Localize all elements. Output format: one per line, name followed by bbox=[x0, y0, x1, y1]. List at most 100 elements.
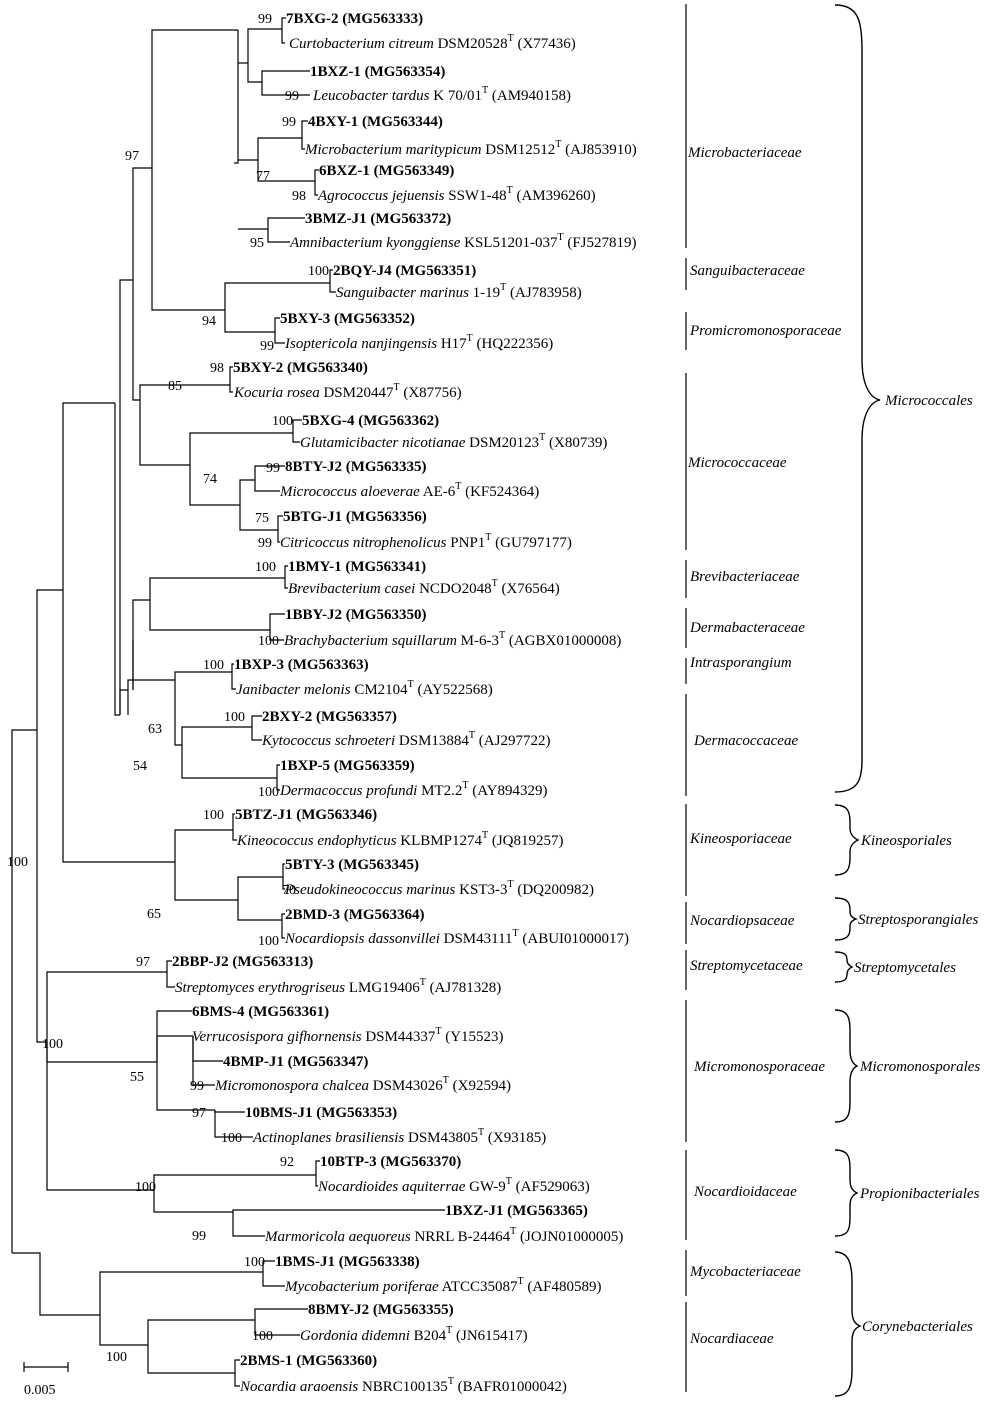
strain-code: H17 bbox=[437, 336, 467, 352]
accession-number: (ABUI01000017) bbox=[519, 931, 629, 947]
strain-code: CM2104 bbox=[351, 682, 409, 698]
accession-number: (GU797177) bbox=[491, 535, 571, 551]
leaf-strain-label: 8BMY-J2 (MG563355) bbox=[308, 1302, 454, 1318]
accession-number: (JOJN01000005) bbox=[516, 1229, 623, 1245]
leaf-strain-label: 1BMY-1 (MG563341) bbox=[288, 559, 426, 575]
strain-code: NBRC100135 bbox=[358, 1379, 448, 1395]
bootstrap-value: 92 bbox=[280, 1155, 294, 1170]
leaf-reference-label: Glutamicibacter nicotianae DSM20123T (X8… bbox=[300, 432, 607, 451]
leaf-reference-label: Nocardioides aquiterrae GW-9T (AF529063) bbox=[317, 1176, 590, 1195]
order-label: Streptomycetales bbox=[854, 960, 956, 976]
family-label: Nocardioidaceae bbox=[693, 1184, 797, 1200]
leaf-reference-label: Actinoplanes brasiliensis DSM43805T (X93… bbox=[252, 1127, 546, 1146]
species-name: Kytococcus schroeteri bbox=[261, 733, 395, 749]
type-strain-mark: T bbox=[485, 532, 491, 543]
bootstrap-value: 100 bbox=[308, 264, 329, 279]
accession-number: (AJ783958) bbox=[506, 285, 581, 301]
strain-code: DSM44337 bbox=[362, 1029, 436, 1045]
species-name: Nocardia araoensis bbox=[239, 1379, 358, 1395]
bootstrap-value: 100 bbox=[224, 710, 245, 725]
leaf-strain-label: 5BTG-J1 (MG563356) bbox=[283, 509, 427, 525]
leaf-strain-label: 1BXP-3 (MG563363) bbox=[234, 657, 369, 673]
leaf-strain-label: 2BXY-2 (MG563357) bbox=[262, 709, 397, 725]
strain-code: GW-9 bbox=[465, 1179, 505, 1195]
strain-code: KST3-3 bbox=[455, 882, 507, 898]
bootstrap-values: 9999997798959710099949810099757499851001… bbox=[7, 12, 329, 1365]
type-strain-mark: T bbox=[478, 1127, 484, 1138]
bootstrap-value: 75 bbox=[255, 511, 269, 526]
species-name: Mycobacterium poriferae bbox=[284, 1279, 439, 1295]
accession-number: (JQ819257) bbox=[488, 833, 563, 849]
species-name: Isoptericola nanjingensis bbox=[284, 336, 437, 352]
species-name: Dermacoccus profundi bbox=[279, 783, 417, 799]
order-label: Streptosporangiales bbox=[858, 912, 978, 928]
family-label: Nocardiopsaceae bbox=[689, 913, 795, 929]
bootstrap-value: 99 bbox=[260, 339, 274, 354]
type-strain-mark: T bbox=[510, 1226, 516, 1237]
leaf-reference-label: Curtobacterium citreum DSM20528T (X77436… bbox=[289, 33, 576, 52]
species-name: Sanguibacter marinus bbox=[336, 285, 469, 301]
accession-number: (BAFR01000042) bbox=[454, 1379, 567, 1395]
accession-number: (X87756) bbox=[400, 385, 462, 401]
leaf-strain-label: 1BXP-5 (MG563359) bbox=[280, 758, 415, 774]
bootstrap-value: 97 bbox=[125, 149, 139, 164]
bootstrap-value: 100 bbox=[244, 1255, 265, 1270]
bootstrap-value: 65 bbox=[147, 907, 161, 922]
species-name: Glutamicibacter nicotianae bbox=[300, 435, 466, 451]
bootstrap-value: 100 bbox=[272, 414, 293, 429]
accession-number: (Y15523) bbox=[441, 1029, 503, 1045]
family-label: Dermabacteraceae bbox=[689, 620, 805, 636]
accession-number: (AF529063) bbox=[512, 1179, 590, 1195]
strain-code: DSM43111 bbox=[440, 931, 513, 947]
strain-code: K 70/01 bbox=[430, 88, 483, 104]
bootstrap-value: 100 bbox=[106, 1350, 127, 1365]
leaf-strain-label: 1BBY-J2 (MG563350) bbox=[285, 607, 427, 623]
family-label: Promicromonosporaceae bbox=[689, 323, 842, 339]
species-name: Kineococcus endophyticus bbox=[236, 833, 397, 849]
leaf-reference-label: Brachybacterium squillarum M-6-3T (AGBX0… bbox=[284, 630, 621, 649]
leaf-reference-label: Kineococcus endophyticus KLBMP1274T (JQ8… bbox=[236, 830, 564, 849]
accession-number: (X80739) bbox=[545, 435, 607, 451]
tree-branches bbox=[11, 17, 445, 1387]
leaf-strain-label: 2BMD-3 (MG563364) bbox=[285, 907, 425, 923]
leaf-reference-label: Micrococcus aloeverae AE-6T (KF524364) bbox=[279, 481, 539, 500]
order-labels: MicrococcalesKineosporialesStreptosporan… bbox=[854, 393, 980, 1335]
bootstrap-value: 100 bbox=[258, 634, 279, 649]
accession-number: (HQ222356) bbox=[473, 336, 553, 352]
type-strain-mark: T bbox=[467, 333, 473, 344]
species-name: Kocuria rosea bbox=[233, 385, 320, 401]
type-strain-mark: T bbox=[443, 1075, 449, 1086]
order-braces bbox=[834, 4, 881, 1397]
bootstrap-value: 100 bbox=[7, 855, 28, 870]
bootstrap-value: 100 bbox=[203, 658, 224, 673]
leaf-reference-label: Micromonospora chalcea DSM43026T (X92594… bbox=[214, 1075, 511, 1094]
leaf-strain-label: 5BTY-3 (MG563345) bbox=[285, 857, 419, 873]
type-strain-mark: T bbox=[469, 730, 475, 741]
species-name: Janibacter melonis bbox=[236, 682, 351, 698]
family-label: Kineosporiaceae bbox=[689, 831, 792, 847]
family-label: Intrasporangium bbox=[689, 655, 792, 671]
leaf-strain-label: 2BMS-1 (MG563360) bbox=[240, 1353, 377, 1369]
leaf-strain-label: 6BXZ-1 (MG563349) bbox=[319, 163, 454, 179]
bootstrap-value: 74 bbox=[203, 472, 217, 487]
accession-number: (X93185) bbox=[484, 1130, 546, 1146]
species-name: Brachybacterium squillarum bbox=[284, 633, 457, 649]
strain-code: PNP1 bbox=[447, 535, 486, 551]
species-name: Micrococcus aloeverae bbox=[279, 484, 420, 500]
species-name: Amnibacterium kyonggiense bbox=[289, 235, 461, 251]
accession-number: (AGBX01000008) bbox=[505, 633, 621, 649]
species-name: Microbacterium maritypicum bbox=[304, 142, 482, 158]
strain-code: DSM20528 bbox=[434, 36, 508, 52]
leaf-reference-label: Marmoricola aequoreus NRRL B-24464T (JOJ… bbox=[264, 1226, 623, 1245]
type-strain-mark: T bbox=[508, 33, 514, 44]
type-strain-mark: T bbox=[455, 481, 461, 492]
type-strain-mark: T bbox=[420, 977, 426, 988]
accession-number: (KF524364) bbox=[461, 484, 539, 500]
leaf-strain-label: 2BQY-J4 (MG563351) bbox=[333, 263, 476, 279]
bootstrap-value: 99 bbox=[190, 1079, 204, 1094]
accession-number: (DQ200982) bbox=[514, 882, 594, 898]
species-name: Leucobacter tardus bbox=[312, 88, 430, 104]
leaf-reference-label: Amnibacterium kyonggiense KSL51201-037T … bbox=[289, 232, 637, 251]
type-strain-mark: T bbox=[557, 232, 563, 243]
type-strain-mark: T bbox=[492, 578, 498, 589]
